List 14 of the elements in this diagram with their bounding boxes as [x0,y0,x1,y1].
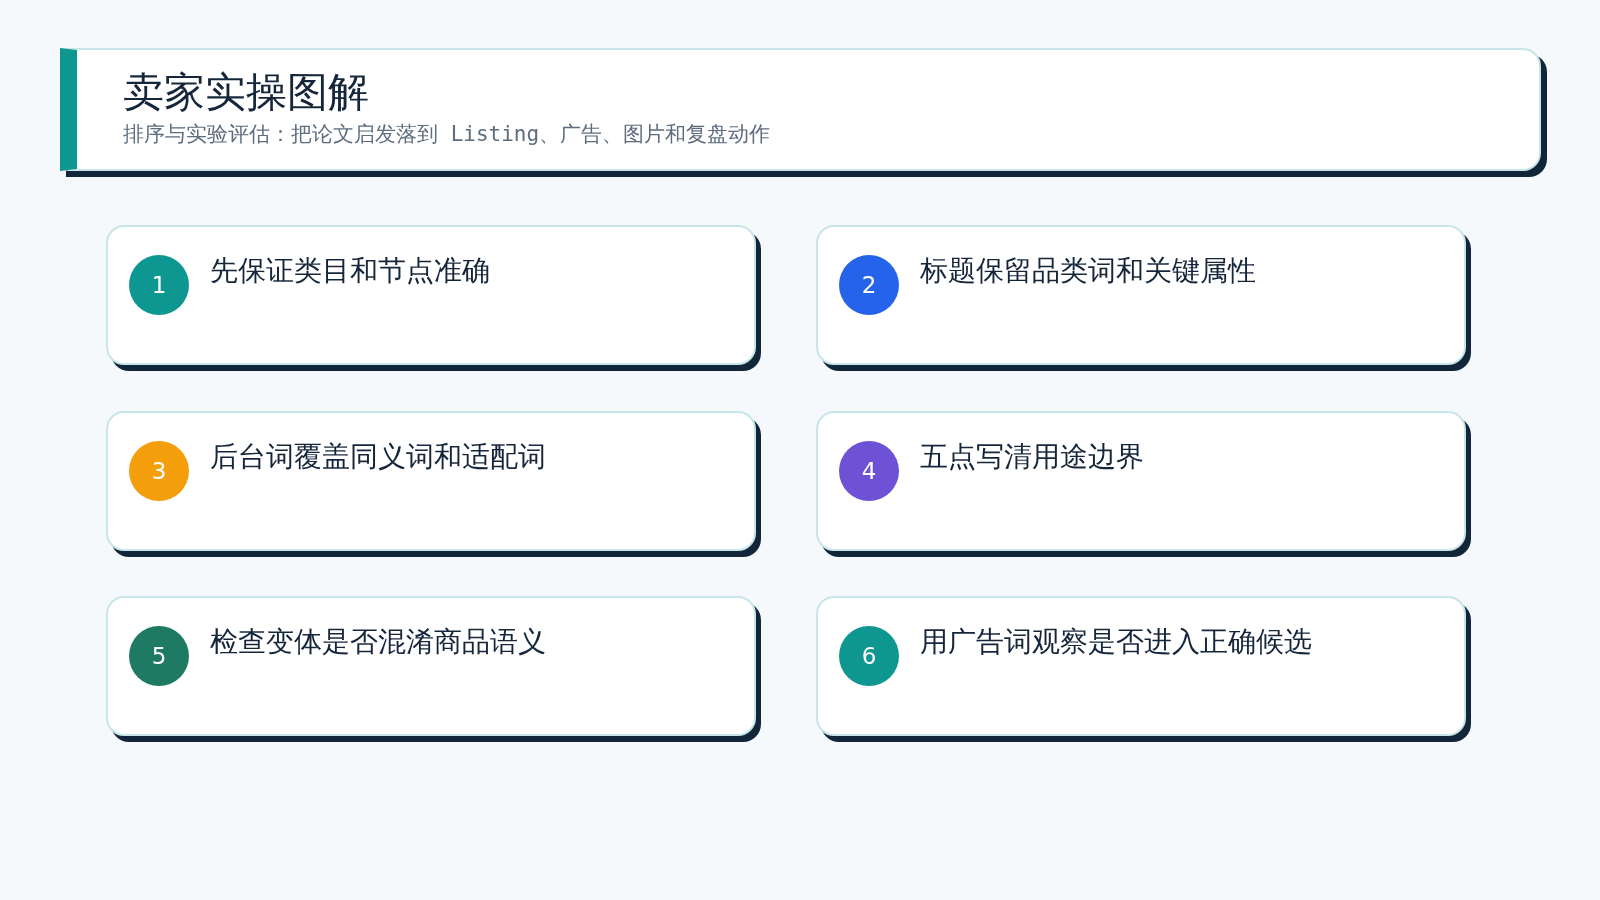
step-text: 五点写清用途边界 [920,439,1144,475]
step-number: 5 [129,626,189,686]
subtitle: 排序与实验评估：把论文启发落到 Listing、广告、图片和复盘动作 [123,121,771,148]
step-text: 用广告词观察是否进入正确候选 [920,624,1312,660]
step-text: 后台词覆盖同义词和适配词 [210,439,546,475]
step-number: 6 [839,626,899,686]
title: 卖家实操图解 [123,68,369,116]
step-text: 检查变体是否混淆商品语义 [210,624,546,660]
step-number: 2 [839,255,899,315]
step-number: 4 [839,441,899,501]
step-number: 1 [129,255,189,315]
step-text: 标题保留品类词和关键属性 [920,253,1256,289]
step-text: 先保证类目和节点准确 [210,253,490,289]
step-number: 3 [129,441,189,501]
